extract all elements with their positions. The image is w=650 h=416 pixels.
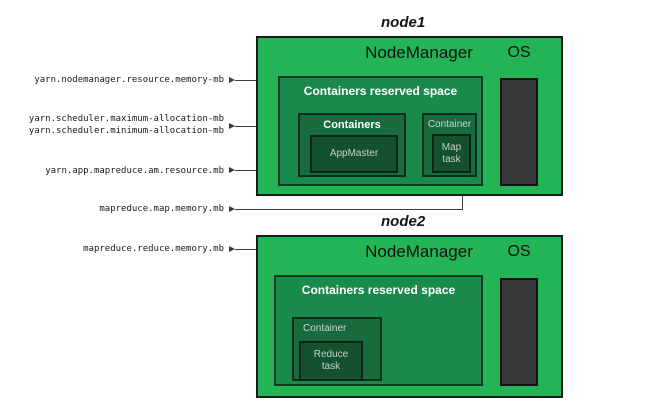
reserved-space-box-node1: Containers reserved space Containers App…: [278, 76, 483, 186]
reserved-space-box-node2: Containers reserved space Container Redu…: [274, 275, 483, 386]
connector-map-memory-vertical: [462, 183, 463, 210]
os-box-node2: [500, 278, 538, 386]
reserved-space-label-node2: Containers reserved space: [301, 283, 456, 297]
arrowhead-scheduler-allocation: [229, 123, 235, 129]
nodemanager-label-node2: NodeManager: [365, 242, 473, 261]
node-box-node1: NodeManager OS Containers reserved space…: [256, 36, 563, 196]
node-title-node1: node1: [381, 14, 426, 31]
connector-map-memory-horizontal: [235, 209, 463, 210]
containers-box-title-node1: Containers: [323, 119, 381, 131]
container-box-title-node2: Container: [303, 323, 347, 334]
os-label-node1: OS: [507, 44, 531, 61]
config-label-map-memory: mapreduce.map.memory.mb: [99, 204, 224, 214]
config-label-reduce-memory: mapreduce.reduce.memory.mb: [83, 244, 224, 254]
os-box-node1: [500, 78, 538, 186]
os-label-node2: OS: [507, 243, 531, 260]
arrowhead-nm-resource-memory: [229, 77, 235, 83]
task-label-appmaster: AppMaster: [329, 148, 379, 159]
config-label-nodemanager-resource-memory: yarn.nodemanager.resource.memory-mb: [34, 75, 224, 85]
task-label-reduce: Reduce task: [313, 349, 349, 372]
task-label-map: Map task: [441, 141, 462, 165]
node-box-node2: NodeManager OS Containers reserved space…: [256, 235, 563, 398]
arrowhead-map-memory: [229, 206, 235, 212]
node-title-node2: node2: [381, 213, 426, 230]
task-box-map: Map task: [432, 134, 471, 173]
containers-box-node1: Containers AppMaster: [298, 113, 406, 177]
container-box-node1: Container Map task: [422, 113, 477, 177]
nodemanager-label-node1: NodeManager: [365, 43, 473, 62]
config-label-scheduler-minimum-allocation: yarn.scheduler.minimum-allocation-mb: [28, 126, 224, 136]
container-box-title-node1: Container: [427, 119, 472, 130]
container-box-node2: Container Reduce task: [292, 317, 382, 381]
config-label-am-resource: yarn.app.mapreduce.am.resource.mb: [45, 166, 224, 176]
config-label-scheduler-maximum-allocation: yarn.scheduler.maximum-allocation-mb: [28, 114, 224, 124]
task-box-appmaster: AppMaster: [310, 135, 398, 173]
arrowhead-reduce-memory: [229, 246, 235, 252]
reserved-space-label-node1: Containers reserved space: [303, 84, 458, 98]
arrowhead-am-resource: [229, 167, 235, 173]
task-box-reduce: Reduce task: [299, 341, 363, 381]
